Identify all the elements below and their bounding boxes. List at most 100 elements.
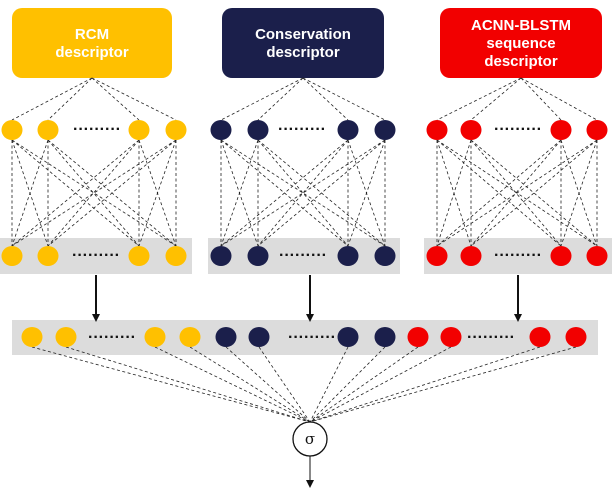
conservation-output-edge-1 bbox=[258, 346, 311, 423]
acnn-box-edge-3 bbox=[520, 77, 598, 121]
rcm-input-node-0 bbox=[1, 120, 23, 140]
acnn-dense-edge-2-1 bbox=[470, 139, 562, 247]
rcm-output-edge-3 bbox=[189, 346, 311, 423]
acnn-hidden-node-0 bbox=[426, 246, 448, 266]
conservation-hidden-ellipsis: ········· bbox=[279, 247, 327, 264]
rcm-concat-node-3 bbox=[179, 327, 201, 347]
conservation-input-node-2 bbox=[337, 120, 359, 140]
conservation-concat-node-1 bbox=[248, 327, 270, 347]
conservation-dense-edge-3-2 bbox=[347, 139, 386, 247]
acnn-input-node-2 bbox=[550, 120, 572, 140]
conservation-input-node-1 bbox=[247, 120, 269, 140]
rcm-hidden-node-1 bbox=[37, 246, 59, 266]
conservation-hidden-node-3 bbox=[374, 246, 396, 266]
acnn-blstm-descriptor-label-line-1: ACNN-BLSTM bbox=[471, 17, 571, 34]
rcm-hidden-node-0 bbox=[1, 246, 23, 266]
conservation-output-edge-2 bbox=[309, 346, 349, 423]
descriptor-boxes: RCM descriptor Conservation descriptor A… bbox=[12, 8, 602, 78]
rcm-dense-edge-1-2 bbox=[47, 139, 140, 247]
rcm-dense-edge-3-1 bbox=[47, 139, 177, 247]
conservation-hidden-node-2 bbox=[337, 246, 359, 266]
rcm-output-edge-0 bbox=[31, 346, 311, 423]
rcm-dense-edge-1-0 bbox=[11, 139, 49, 247]
rcm-descriptor-label-line-1: RCM bbox=[75, 26, 109, 43]
rcm-descriptor-box: RCM descriptor bbox=[12, 8, 172, 78]
rcm-concat-node-1 bbox=[55, 327, 77, 347]
acnn-output-edge-0 bbox=[309, 346, 419, 423]
conservation-input-node-3 bbox=[374, 120, 396, 140]
acnn-dense-edge-1-0 bbox=[436, 139, 472, 247]
rcm-concat-node-2 bbox=[144, 327, 166, 347]
rcm-output-edge-2 bbox=[154, 346, 311, 423]
layer-bands bbox=[0, 238, 612, 355]
acnn-hidden-ellipsis: ········· bbox=[494, 247, 542, 264]
rcm-box-edge-2 bbox=[91, 77, 140, 121]
rcm-dense-edge-2-1 bbox=[47, 139, 140, 247]
acnn-output-edge-2 bbox=[309, 346, 541, 423]
conservation-hidden-node-0 bbox=[210, 246, 232, 266]
conservation-dense-edge-3-1 bbox=[257, 139, 386, 247]
conservation-concat-node-3 bbox=[374, 327, 396, 347]
concat-ellipsis-2: ········· bbox=[288, 329, 336, 346]
conservation-concat-node-0 bbox=[215, 327, 237, 347]
rcm-hidden-node-2 bbox=[128, 246, 150, 266]
acnn-concat-node-0 bbox=[407, 327, 429, 347]
conservation-dense-edge-1-0 bbox=[220, 139, 259, 247]
connection-edges bbox=[11, 77, 598, 423]
conservation-hidden-band bbox=[208, 238, 400, 274]
rcm-input-ellipsis: ········· bbox=[73, 121, 121, 138]
rcm-dense-edge-3-2 bbox=[138, 139, 177, 247]
acnn-blstm-descriptor-box: ACNN-BLSTM sequence descriptor bbox=[440, 8, 602, 78]
acnn-output-edge-3 bbox=[309, 346, 577, 423]
rcm-concat-node-0 bbox=[21, 327, 43, 347]
acnn-concat-node-2 bbox=[529, 327, 551, 347]
acnn-blstm-descriptor-label-line-2: sequence bbox=[486, 35, 555, 52]
conservation-box-edge-0 bbox=[220, 77, 304, 121]
rcm-hidden-ellipsis: ········· bbox=[72, 247, 120, 264]
merge-arrows bbox=[92, 275, 522, 322]
sigmoid-symbol: σ bbox=[305, 430, 315, 448]
acnn-blstm-descriptor-label-line-3: descriptor bbox=[484, 53, 558, 70]
rcm-box-edge-3 bbox=[91, 77, 177, 121]
rcm-hidden-node-3 bbox=[165, 246, 187, 266]
rcm-input-node-3 bbox=[165, 120, 187, 140]
neuron-nodes bbox=[1, 120, 608, 347]
acnn-input-node-1 bbox=[460, 120, 482, 140]
conservation-descriptor-box: Conservation descriptor bbox=[222, 8, 384, 78]
rcm-hidden-band bbox=[0, 238, 192, 274]
rcm-descriptor-rect bbox=[12, 8, 172, 78]
rcm-descriptor-label-line-2: descriptor bbox=[55, 44, 129, 61]
acnn-input-node-3 bbox=[586, 120, 608, 140]
concat-ellipsis-3: ········· bbox=[467, 329, 515, 346]
ellipses: ········· ········· ········· ········· … bbox=[72, 121, 542, 346]
concat-ellipsis-1: ········· bbox=[88, 329, 136, 346]
acnn-hidden-node-3 bbox=[586, 246, 608, 266]
acnn-dense-edge-1-2 bbox=[470, 139, 562, 247]
acnn-input-ellipsis: ········· bbox=[494, 121, 542, 138]
acnn-hidden-node-2 bbox=[550, 246, 572, 266]
conservation-descriptor-label-line-1: Conservation bbox=[255, 26, 351, 43]
acnn-output-edge-1 bbox=[309, 346, 452, 423]
rcm-box-edge-0 bbox=[11, 77, 93, 121]
acnn-concat-node-1 bbox=[440, 327, 462, 347]
conservation-descriptor-rect bbox=[222, 8, 384, 78]
conservation-dense-edge-2-1 bbox=[257, 139, 349, 247]
conservation-hidden-node-1 bbox=[247, 246, 269, 266]
conservation-output-edge-3 bbox=[309, 346, 386, 423]
acnn-hidden-node-1 bbox=[460, 246, 482, 266]
sigmoid-output: σ bbox=[292, 421, 328, 488]
acnn-box-edge-2 bbox=[520, 77, 562, 121]
conservation-dense-edge-2-0 bbox=[220, 139, 349, 247]
conservation-input-ellipsis: ········· bbox=[278, 121, 326, 138]
conservation-input-node-0 bbox=[210, 120, 232, 140]
acnn-hidden-band bbox=[424, 238, 612, 274]
conservation-box-edge-2 bbox=[302, 77, 349, 121]
conservation-box-edge-1 bbox=[257, 77, 304, 121]
acnn-dense-edge-3-2 bbox=[560, 139, 598, 247]
acnn-blstm-descriptor-rect bbox=[440, 8, 602, 78]
acnn-concat-node-3 bbox=[565, 327, 587, 347]
conservation-concat-node-2 bbox=[337, 327, 359, 347]
conservation-box-edge-3 bbox=[302, 77, 386, 121]
rcm-input-node-2 bbox=[128, 120, 150, 140]
